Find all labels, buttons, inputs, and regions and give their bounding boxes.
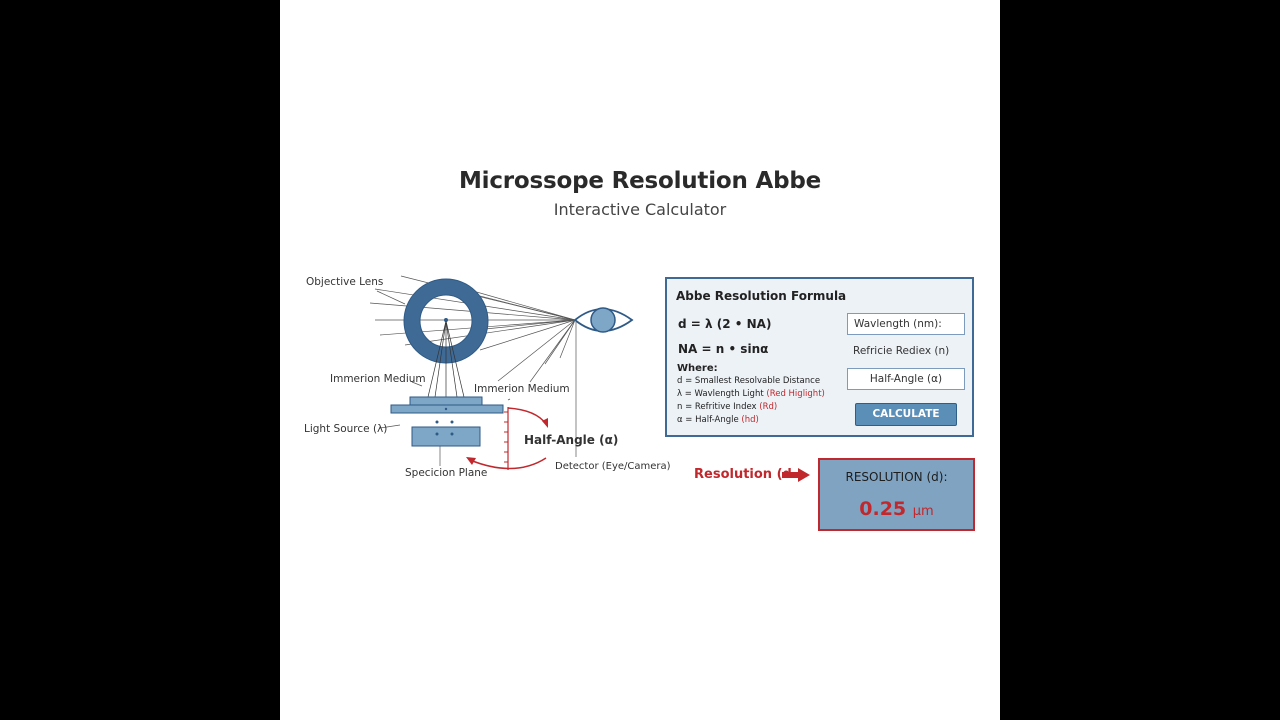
light-rays — [369, 275, 577, 457]
half-angle-arc-top — [507, 407, 547, 425]
label-objective-lens: Objective Lens — [306, 276, 384, 288]
leader-lines — [376, 290, 511, 466]
definition-lambda-note: (Red Higlight) — [766, 389, 825, 399]
label-light-source: Light Source (λ) — [304, 423, 388, 435]
definition-n: n = Refritive Index (Rd) — [677, 402, 777, 412]
label-immersion-medium-right: Immerion Medium — [474, 383, 570, 395]
page-title: Microssope Resolution Abbe — [458, 168, 822, 194]
page: Microssope Resolution Abbe Interactive C… — [280, 0, 1000, 720]
half-angle-arc-bottom — [469, 457, 547, 470]
label-immersion-medium-left: Immerion Medium — [330, 373, 426, 385]
definition-alpha-text: α = Half-Angle — [677, 415, 739, 425]
definition-lambda: λ = Wavlength Light (Red Higlight) — [677, 389, 825, 399]
where-label: Where: — [677, 363, 718, 374]
resolution-result-value-row: 0.25 μm — [820, 498, 973, 520]
wavelength-input[interactable]: Wavlength (nm): — [847, 313, 965, 335]
label-specimen-plane: Specicion Plane — [405, 467, 488, 479]
definition-d-text: d = Smallest Resolvable Distance — [677, 376, 821, 386]
definition-lambda-text: λ = Wavlength Light — [677, 389, 764, 399]
resolution-result-box: RESOLUTION (d): 0.25 μm — [818, 458, 975, 531]
arrow-right-icon — [782, 468, 810, 482]
resolution-arrow-label: Resolution (d — [694, 467, 792, 482]
specimen-block — [411, 426, 481, 447]
resolution-result-title: RESOLUTION (d): — [845, 470, 948, 484]
formula-numerical-aperture: NA = n • sinα — [678, 342, 769, 356]
label-detector: Detector (Eye/Camera) — [555, 461, 671, 472]
definition-alpha-note: (hd) — [741, 415, 759, 425]
page-subtitle: Interactive Calculator — [553, 200, 727, 219]
calculate-button[interactable]: CALCULATE — [855, 403, 957, 426]
definition-n-note: (Rd) — [759, 402, 778, 412]
refractive-index-label: Refricie Rediex (n) — [853, 345, 950, 357]
immersion-medium — [409, 396, 483, 406]
label-half-angle: Half-Angle (α) — [524, 433, 619, 447]
definition-d: d = Smallest Resolvable Distance — [677, 376, 820, 386]
half-angle-ticks — [504, 411, 508, 463]
eye-icon — [573, 307, 634, 333]
definition-n-text: n = Refritive Index — [677, 402, 757, 412]
objective-cone — [427, 320, 465, 398]
formula-resolution: d = λ (2 • NA) — [678, 317, 772, 331]
definition-alpha: α = Half-Angle (hd) — [677, 415, 759, 425]
half-angle-input[interactable]: Half-Angle (α) — [847, 368, 965, 390]
formula-panel-title: Abbe Resolution Formula — [676, 289, 847, 303]
microscope-diagram — [369, 275, 810, 482]
formula-panel: Abbe Resolution Formula d = λ (2 • NA) N… — [665, 277, 974, 437]
resolution-result-unit: μm — [912, 504, 934, 519]
resolution-result-value: 0.25 — [859, 498, 907, 520]
